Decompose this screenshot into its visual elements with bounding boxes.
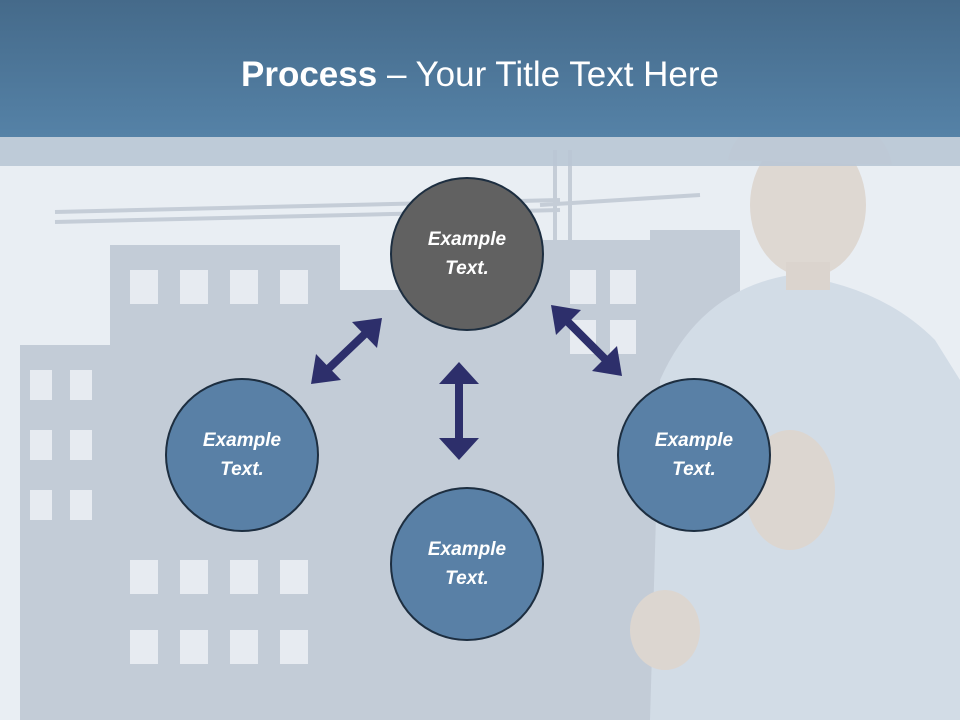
center-node-label: Example Text. <box>427 229 507 279</box>
title-bar <box>0 0 960 137</box>
right-node-label: Example Text. <box>654 430 734 480</box>
arrow-center-left <box>311 318 382 384</box>
left-node-label: Example Text. <box>202 430 282 480</box>
left-node: Example Text. <box>165 378 319 532</box>
bottom-node: Example Text. <box>390 487 544 641</box>
accent-band <box>0 137 960 166</box>
center-node: Example Text. <box>390 177 544 331</box>
arrow-center-bottom <box>439 362 479 460</box>
bottom-node-label: Example Text. <box>427 539 507 589</box>
title-bold: Process <box>241 55 378 94</box>
arrow-center-right <box>551 305 622 376</box>
right-node: Example Text. <box>617 378 771 532</box>
page-title: Process – Your Title Text Here <box>0 52 960 98</box>
title-rest: – Your Title Text Here <box>377 55 719 94</box>
